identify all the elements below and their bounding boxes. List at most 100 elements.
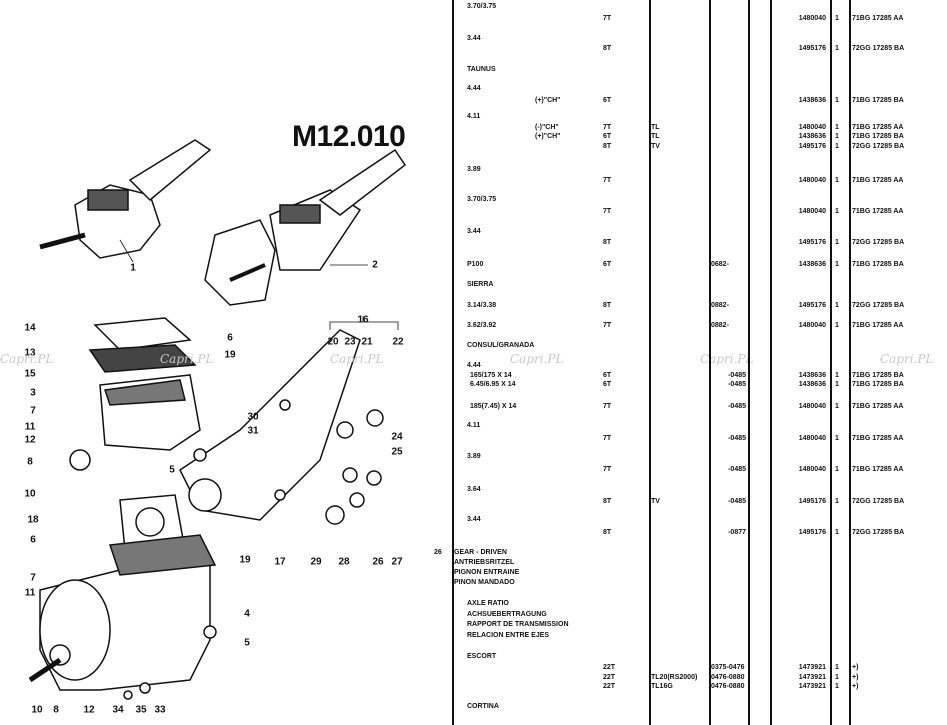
row-teeth: 7T [603, 208, 612, 215]
item-name: GEAR - DRIVEN [454, 549, 507, 556]
row-quantity: 1 [835, 143, 839, 150]
row-reference: 71BG 17285 BA [852, 133, 904, 140]
callout-number: 28 [338, 556, 350, 568]
row-model: 3.44 [467, 228, 481, 235]
row-part-number: 1480040 [798, 177, 826, 184]
row-part-number: 1473921 [798, 683, 826, 690]
callout-number: 7 [30, 405, 36, 417]
callout-number: 18 [27, 514, 39, 526]
row-teeth: 8T [603, 143, 612, 150]
row-quantity: 1 [835, 177, 839, 184]
exploded-gearbox-illustration [28, 139, 407, 700]
row-part-number: 1495176 [798, 143, 826, 150]
row-quantity: 1 [835, 239, 839, 246]
row-quantity: 1 [835, 673, 839, 681]
row-date: 0882- [711, 322, 729, 329]
row-code: TV [651, 143, 660, 150]
column-divider [748, 0, 750, 725]
callout-number: 19 [224, 349, 236, 361]
row-reference: +) [852, 664, 859, 671]
row-date: 0682- [711, 261, 729, 268]
callout-number: 8 [53, 704, 59, 716]
row-date: 0375-0476 [711, 664, 745, 671]
row-quantity: 1 [835, 133, 839, 140]
row-model: TAUNUS [467, 66, 496, 73]
row-reference: 71BG 17285 AA [852, 15, 904, 22]
row-teeth: 7T [603, 177, 612, 184]
row-quantity: 1 [835, 208, 839, 215]
axle-ratio-label: RAPPORT DE TRANSMISSION [467, 621, 569, 628]
callout-number: 17 [274, 556, 286, 568]
row-reference: 72GG 17285 BA [852, 498, 905, 505]
row-teeth: 8T [603, 498, 612, 505]
callout-number: 5 [169, 464, 175, 476]
callout-number: 35 [135, 704, 147, 716]
callout-number: 4 [244, 608, 250, 620]
callout-number: 11 [24, 421, 36, 433]
row-code: TL16G [651, 683, 673, 690]
row-teeth: 8T [603, 239, 612, 246]
callout-number: 12 [83, 704, 95, 716]
row-reference: 72GG 17285 BA [852, 45, 905, 52]
callout-number: 2 [372, 259, 378, 271]
row-quantity: 1 [835, 498, 839, 505]
callout-number: 25 [391, 446, 403, 458]
row-model: 3.89 [467, 166, 481, 173]
row-date: -0485 [728, 372, 746, 379]
row-model: 3.64 [467, 486, 481, 493]
row-model: 4.11 [467, 113, 481, 120]
watermark: Capri.PL [510, 352, 564, 366]
row-part-number: 1480040 [798, 322, 826, 329]
item-name: ANTRIEBSRITZEL [454, 559, 515, 566]
callout-number: 12 [24, 434, 36, 446]
axle-ratio-label: ACHSUEBERTRAGUNG [467, 610, 547, 618]
row-model: P100 [467, 261, 484, 268]
row-date: -0485 [728, 403, 746, 410]
row-date: -0877 [728, 529, 746, 536]
row-quantity: 1 [835, 529, 839, 536]
row-teeth: 8T [603, 45, 612, 52]
callout-number: 10 [24, 488, 36, 500]
watermark: Capri.PL [160, 352, 214, 366]
row-quantity: 1 [835, 466, 839, 473]
row-quantity: 1 [835, 97, 839, 104]
row-part-number: 1480040 [798, 403, 826, 410]
row-part-number: 1438636 [798, 372, 826, 379]
axle-ratio-label: AXLE RATIO [467, 600, 509, 607]
row-reference: +) [852, 683, 859, 690]
callout-number: 16 [357, 314, 369, 326]
column-divider [849, 0, 851, 725]
row-reference: 71BG 17285 AA [852, 435, 904, 442]
row-teeth: 6T [603, 372, 612, 379]
callout-number: 20 [327, 336, 339, 348]
callout-number: 33 [154, 704, 166, 716]
row-quantity: 1 [835, 302, 839, 309]
callout-number: 19 [239, 554, 251, 566]
callout-number: 30 [247, 411, 259, 423]
row-model: 4.44 [467, 362, 481, 369]
row-quantity: 1 [835, 322, 839, 329]
watermark: Capri.PL [700, 352, 754, 366]
row-part-number: 1480040 [798, 15, 826, 22]
axle-ratio-label: RELACION ENTRE EJES [467, 631, 550, 639]
row-quantity: 1 [835, 15, 839, 22]
column-divider [452, 0, 454, 725]
row-teeth: 8T [603, 302, 612, 309]
watermark: Capri.PL [880, 352, 934, 366]
row-teeth: 6T [603, 261, 612, 268]
row-reference: 71BG 17285 AA [852, 466, 904, 473]
row-code: TL [651, 124, 660, 131]
row-part-number: 1480040 [798, 208, 826, 215]
callout-number: 34 [112, 704, 124, 716]
row-quantity: 1 [835, 683, 839, 690]
callout-number: 14 [24, 322, 36, 334]
row-quantity: 1 [835, 261, 839, 268]
column-divider [649, 0, 651, 725]
column-divider [709, 0, 711, 725]
column-divider [830, 0, 832, 725]
callout-number: 10 [31, 704, 43, 716]
row-reference: 71BG 17285 BA [852, 261, 904, 268]
row-part-number: 1473921 [798, 664, 826, 671]
row-teeth: 22T [603, 664, 616, 671]
callout-number: 27 [391, 556, 403, 568]
